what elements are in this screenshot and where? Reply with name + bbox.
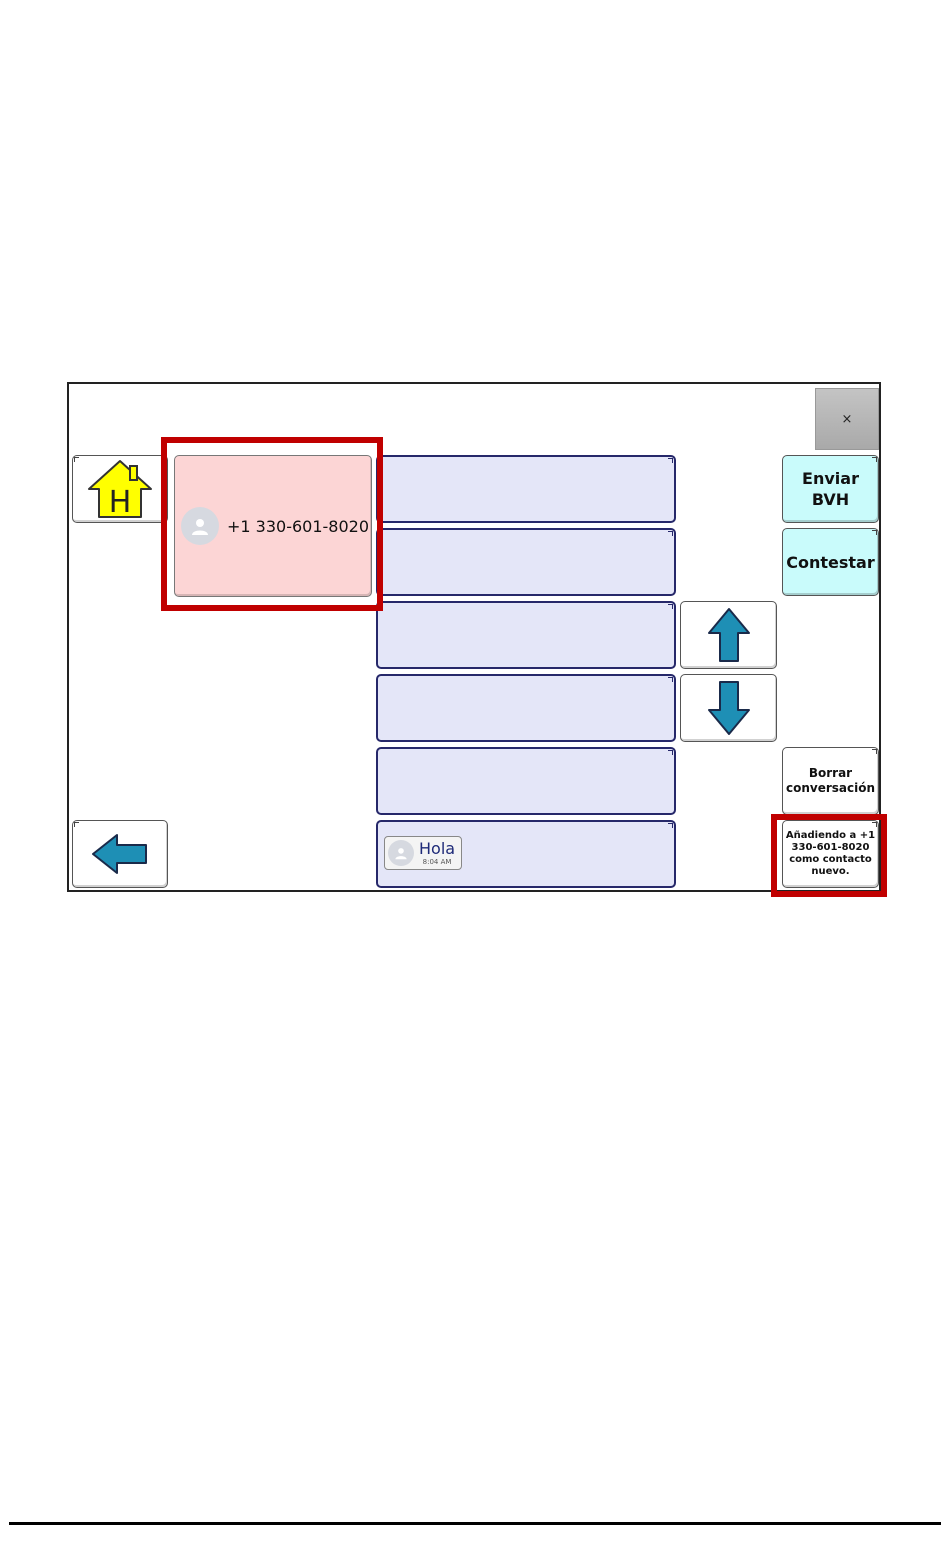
arrow-left-icon <box>90 832 150 876</box>
delete-label-line2: conversación <box>786 781 875 796</box>
adding-line2: 330-601-8020 <box>786 842 875 854</box>
scroll-up-button[interactable] <box>680 601 777 669</box>
message-slot[interactable] <box>376 601 676 669</box>
contact-tile[interactable]: +1 330-601-8020 <box>174 455 372 597</box>
message-text: Hola <box>419 840 455 858</box>
arrow-down-icon <box>707 679 751 737</box>
messaging-screen: × H +1 330-601-8020 <box>67 382 881 892</box>
home-label: H <box>109 485 132 520</box>
home-button[interactable]: H <box>72 455 168 523</box>
home-icon: H <box>85 458 155 520</box>
message-slot[interactable] <box>376 528 676 596</box>
message-slot[interactable]: Hola 8:04 AM <box>376 820 676 888</box>
person-icon <box>181 507 219 545</box>
adding-line4: nuevo. <box>786 866 875 878</box>
close-icon: × <box>842 412 853 427</box>
message-time: 8:04 AM <box>423 858 452 866</box>
message-slot[interactable] <box>376 747 676 815</box>
contact-name: +1 330-601-8020 <box>227 517 369 536</box>
reply-label: Contestar <box>786 552 874 573</box>
send-label-line1: Enviar <box>802 468 859 489</box>
send-bvh-button[interactable]: Enviar BVH <box>782 455 879 523</box>
back-button[interactable] <box>72 820 168 888</box>
add-contact-status: Añadiendo a +1 330-601-8020 como contact… <box>782 820 879 888</box>
delete-label-line1: Borrar <box>786 766 875 781</box>
message-slot[interactable] <box>376 674 676 742</box>
delete-conversation-button[interactable]: Borrar conversación <box>782 747 879 815</box>
reply-button[interactable]: Contestar <box>782 528 879 596</box>
send-label-line2: BVH <box>802 489 859 510</box>
adding-line3: como contacto <box>786 854 875 866</box>
close-button[interactable]: × <box>815 388 879 450</box>
adding-line1: Añadiendo a +1 <box>786 830 875 842</box>
arrow-up-icon <box>707 606 751 664</box>
message-bubble: Hola 8:04 AM <box>384 836 462 870</box>
person-icon <box>388 840 414 866</box>
scroll-down-button[interactable] <box>680 674 777 742</box>
footer-rule <box>9 1522 941 1525</box>
message-slot[interactable] <box>376 455 676 523</box>
